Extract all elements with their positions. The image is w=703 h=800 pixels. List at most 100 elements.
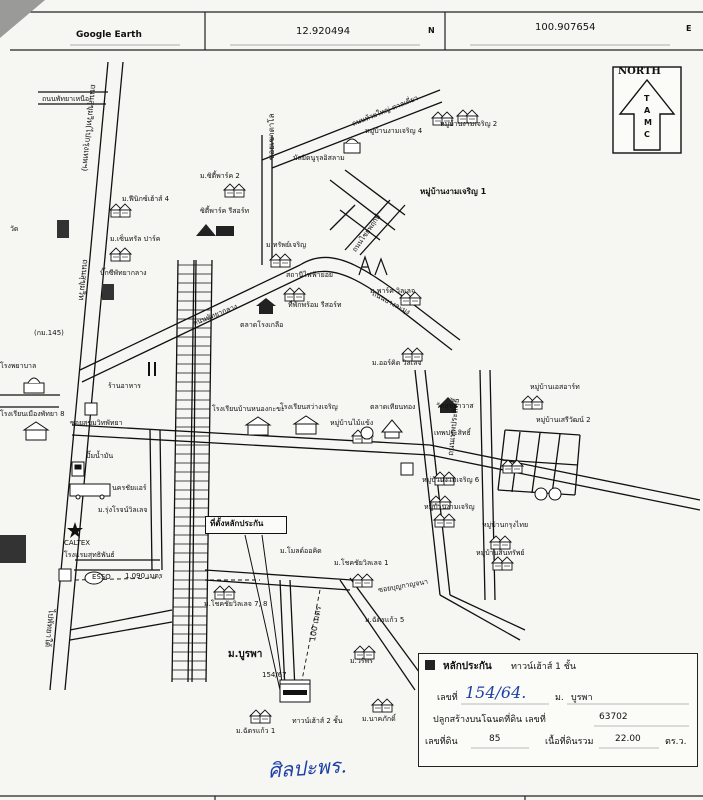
house-cluster-icon: [108, 247, 133, 262]
label-thepprasit-school: เทพประสิทธิ์: [434, 429, 471, 437]
label-sri-thai: ม.เซ็นทรัล ปาร์ค: [110, 235, 161, 243]
house-cluster-icon: [370, 698, 395, 713]
house-cluster-icon: [500, 459, 525, 474]
legend-land-no: 85: [489, 734, 501, 744]
house-cluster-icon: [428, 495, 453, 510]
label-resort: ที่พักพร้อม รีสอร์ท: [288, 301, 342, 309]
legend-rules: [461, 703, 689, 749]
label-temple-market: ตลาดเทียนทอง: [370, 403, 416, 411]
label-gas: ปั๊มน้ำมัน: [86, 452, 114, 460]
house-cluster-icon: [432, 513, 457, 528]
label-muban-mai: หมู่บ้านไม้แข้ง: [330, 419, 374, 427]
collateral-box-label: ที่ตั้งหลักประกัน: [210, 519, 264, 528]
label-esso: ESSO: [92, 573, 111, 581]
big-c-icon: [102, 284, 114, 300]
signature: ศิลปะพร.: [267, 753, 348, 783]
label-big-c: บิ๊กซีพัทยากลาง: [100, 269, 147, 277]
sign-7b-icon: [84, 402, 98, 416]
legend-area-label: เนื้อที่ดินรวม: [545, 737, 594, 747]
label-muban-ngam-5: หมู่บ้านงามเจริญ: [424, 503, 475, 511]
restaurant-icon: [148, 362, 156, 376]
legend-title: หลักประกัน: [443, 661, 492, 672]
house-cluster-icon: [222, 183, 247, 198]
label-muban-aesirt: หมู่บ้านเอสอาร์ท: [530, 383, 580, 391]
legend-area-unit: ตร.ว.: [665, 737, 687, 747]
marker-1-icon: [534, 487, 562, 501]
house-cluster-icon: [352, 645, 377, 660]
header-grid: [0, 0, 703, 51]
header-latitude: 12.920494: [296, 26, 351, 37]
label-nakapak: ม.นาคภักดิ์: [362, 715, 396, 723]
house-cluster-icon: [212, 585, 237, 600]
house-cluster-icon: [490, 556, 515, 571]
legend-project: บูรพา: [571, 693, 593, 703]
caltex-star-icon: [67, 522, 83, 538]
label-muban-ngam-1: หมู่บ้านงามเจริญ 1: [420, 187, 487, 196]
market-icon: [256, 298, 276, 314]
house-cluster-icon: [108, 203, 133, 218]
label-mosque: มัสยิดนูรุลอิสลาม: [293, 154, 345, 162]
footer-frame: [0, 795, 703, 800]
label-city-park: ม.ซิตี้พาร์ค 2: [200, 172, 240, 180]
label-muban-rung: หมู่บ้านกรุงไทย: [482, 521, 529, 529]
road-label-north-pattaya: ถนนพัทยาเหนือ: [42, 95, 90, 103]
wat-icon: [438, 397, 458, 413]
label-phoenix-4: ม.ฟีนิกซ์เฮ้าส์ 4: [122, 195, 170, 203]
bus-icon: [69, 483, 111, 500]
label-muban-ngam-2: หมู่บ้านงามเจริญ 2: [440, 120, 498, 128]
power-station-icon: [358, 255, 388, 276]
north-arrow-icon: [612, 66, 682, 154]
compass-title: NORTH: [618, 66, 661, 77]
house-cluster-icon: [455, 109, 480, 124]
label-chatrkaew-5: ม.ฉัตรแก้ว 5: [365, 616, 405, 624]
label-wat-thai: วัดสุทธาวาส: [436, 402, 474, 410]
header-source: Google Earth: [76, 30, 142, 40]
resort-icon: [196, 224, 234, 236]
legend-land-no-label: เลขที่ดิน: [425, 737, 458, 747]
road-label-railway-dist: 1,090 เมตร: [125, 572, 163, 580]
legend-type: ทาวน์เฮ้าส์ 1 ชั้น: [511, 662, 577, 672]
house-cluster-icon: [248, 709, 273, 724]
header-lat-dir: N: [428, 26, 435, 35]
legend-deed-text: ปลูกสร้างบนโฉนดที่ดิน เลขที่: [433, 715, 546, 725]
label-chokchai-7-8: ม.โชคชัยวิลเลจ 7, 8: [204, 600, 268, 608]
sign-7c-icon: [58, 568, 72, 582]
map-drawing: [0, 61, 701, 703]
label-muban-ngam-4: หมู่บ้านงามเจริญ 4: [365, 127, 423, 135]
label-muban-sawat: หมู่บ้านเสรีวัฒน์ 2: [536, 416, 591, 424]
house-cluster-icon: [430, 111, 455, 126]
label-school2: โรงเรียนเมืองพัทยา 8: [0, 410, 65, 418]
label-hospital: โรงพยาบาล: [0, 362, 37, 370]
house-cluster-icon: [398, 291, 423, 306]
label-police: (กม.145): [34, 329, 64, 337]
road-label-khao-talo: ซอยเขาตาโล: [267, 113, 276, 160]
building-grid-icon: [0, 535, 26, 563]
legend-deed-no: 63702: [599, 712, 628, 722]
road-sukhumvit-a: [49, 61, 109, 691]
label-rujira: ม.รุ่งโรจน์วิลเลจ: [98, 506, 148, 514]
scan-shadow: [0, 0, 45, 38]
label-school4: โรงเรียนสว่างเจริญ: [280, 403, 338, 411]
mosque2-icon: [23, 377, 45, 394]
sign-7-icon: [400, 462, 414, 476]
legend-house-no: 154/64.: [465, 683, 527, 702]
marker-2-icon: [360, 426, 374, 440]
house-cluster-icon: [432, 471, 457, 486]
label-muban-sin: หมู่บ้านสินทรัพย์: [476, 549, 525, 557]
legend-house-no-label: เลขที่: [437, 693, 458, 703]
road-label-sukhumvit-pattaya: ซอยสุขุมวิทพัทยา: [70, 419, 123, 427]
compass-letter-a: A: [644, 106, 651, 115]
label-market: ตลาดโรงเกลือ: [240, 321, 284, 329]
school4-icon: [292, 415, 320, 435]
temple-icon: [380, 419, 404, 439]
label-city-resort: ซิตี้พาร์ค รีสอร์ท: [200, 207, 250, 215]
label-school3: โรงเรียนบ้านหนองกะขะ: [212, 405, 285, 413]
label-orchid: ม.ออร์คิด วิลเลจ: [372, 359, 422, 367]
label-chaiyaphruek: ม.ทรัพย์เจริญ: [266, 241, 307, 249]
collateral-box: [205, 516, 287, 534]
compass-letter-m: M: [644, 118, 652, 127]
label-plot-no: 154/67: [262, 671, 287, 679]
label-chokchai-1: ม.โชคชัยวิลเลจ 1: [334, 559, 389, 567]
header-lon-dir: E: [686, 24, 692, 33]
